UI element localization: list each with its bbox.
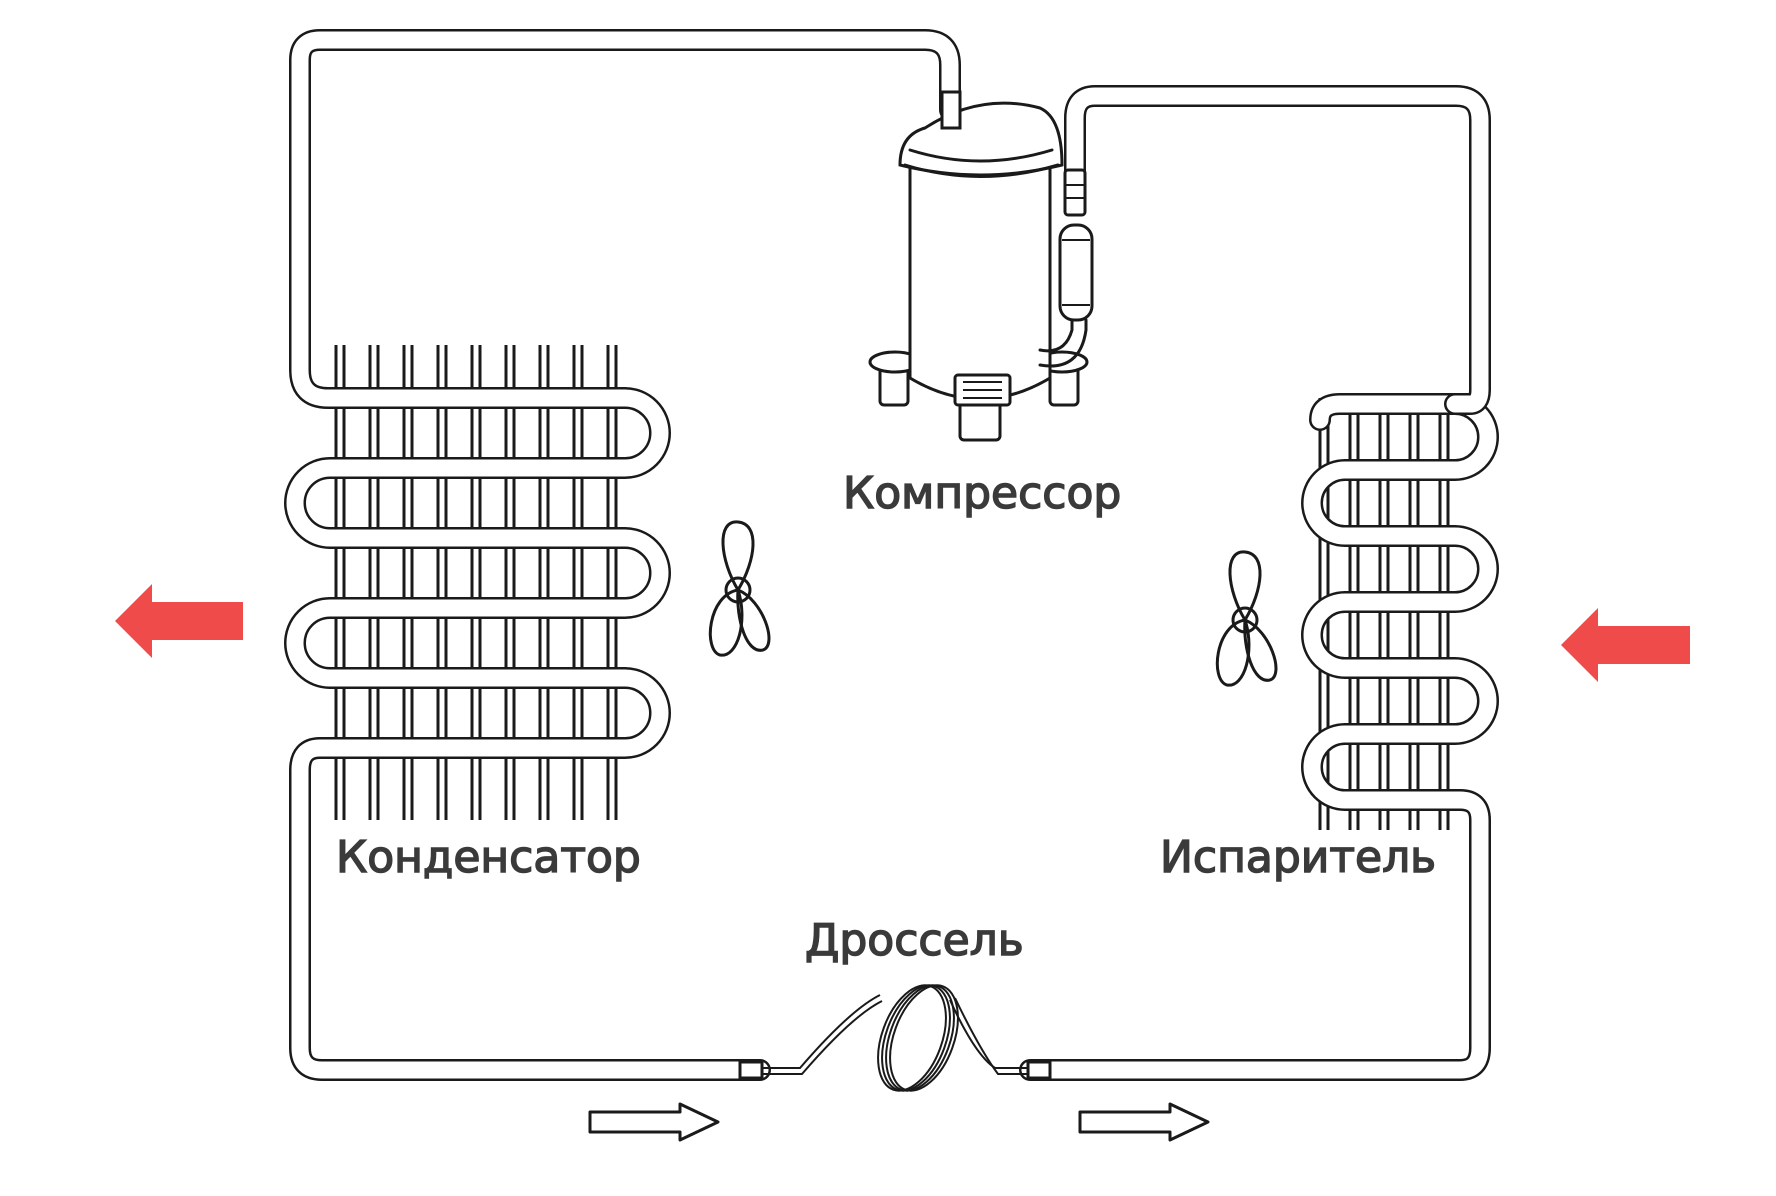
filter-drier-icon xyxy=(1058,168,1094,322)
condenser-label: Конденсатор xyxy=(335,831,641,884)
fan-icon xyxy=(1215,550,1278,687)
compressor-icon xyxy=(868,90,1089,442)
refrigerant-pipe xyxy=(284,29,1499,1081)
throttle-label: Дроссель xyxy=(804,914,1024,967)
fan-icon xyxy=(708,520,771,657)
heat-arrow-icon xyxy=(115,584,1690,682)
evaporator-label: Испаритель xyxy=(1159,831,1437,884)
capillary-coil-icon xyxy=(738,984,1052,1092)
compressor-label: Компрессор xyxy=(842,467,1122,520)
flow-arrow-icon xyxy=(588,1102,1210,1142)
